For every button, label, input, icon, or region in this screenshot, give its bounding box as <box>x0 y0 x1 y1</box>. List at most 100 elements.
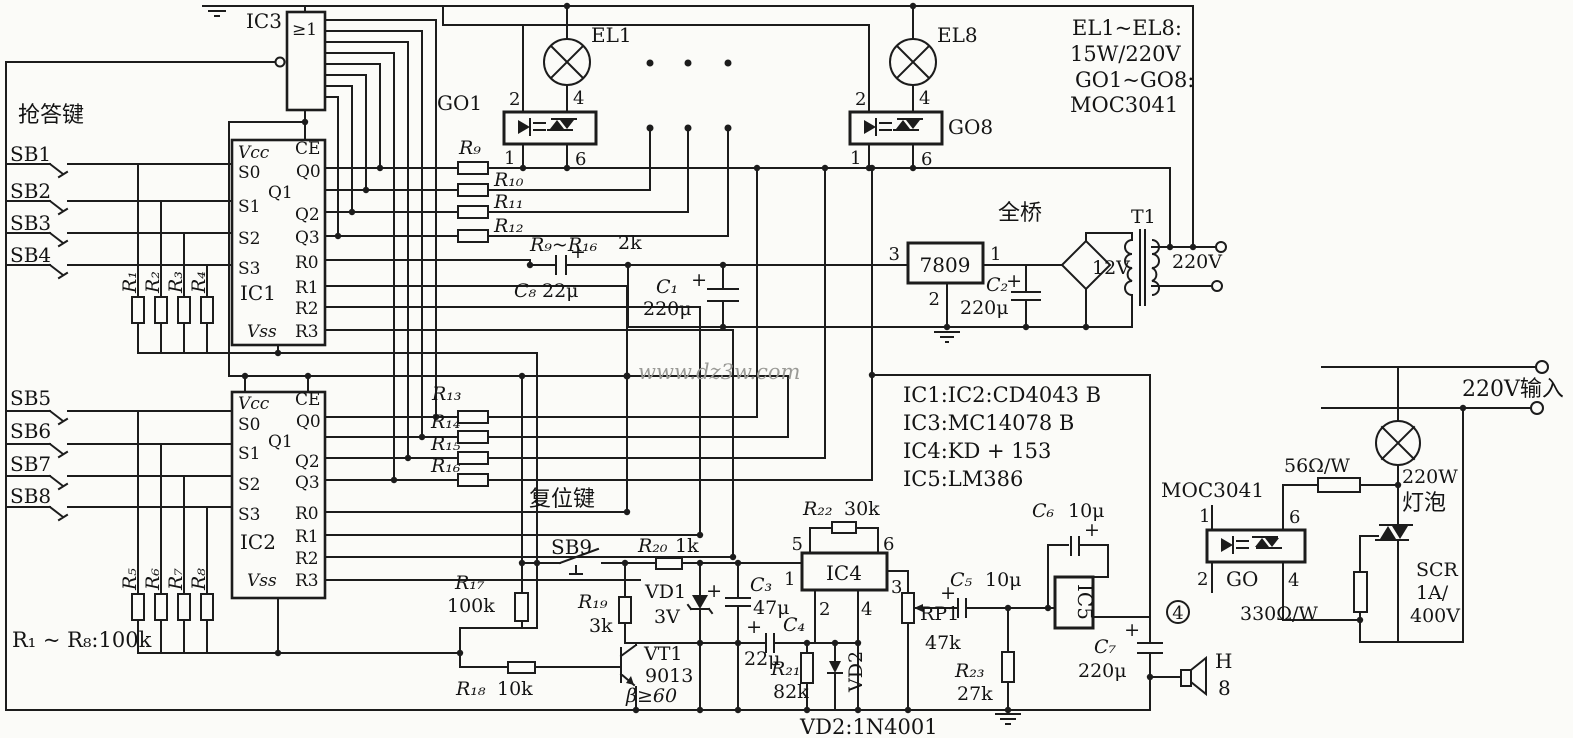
label-full-bridge: 全桥 <box>998 201 1042 226</box>
label-r1: R₁ <box>119 271 141 294</box>
go8-pin4: 4 <box>919 88 930 109</box>
label-sb6: SB6 <box>10 419 51 443</box>
label-r17: R₁₇ <box>454 572 485 594</box>
label-7809: 7809 <box>920 253 971 277</box>
go1-pin2: 2 <box>509 89 520 110</box>
go8-pin2: 2 <box>855 89 866 110</box>
label-r20-value: 1k <box>675 535 699 557</box>
vt1-emitter-arrow-icon <box>626 676 634 685</box>
ic4-pin5: 5 <box>792 534 803 555</box>
ic2-box <box>230 390 327 600</box>
label-c7: C₇ <box>1094 636 1117 658</box>
label-rp1: RP1 <box>920 603 959 625</box>
ic2-vss: Vss <box>247 571 277 591</box>
label-ic5: IC5 <box>1073 584 1097 620</box>
reg-pin1: 1 <box>990 244 1001 265</box>
label-scr-voltage: 400V <box>1410 605 1460 627</box>
r330-body <box>1353 571 1368 613</box>
label-sb4: SB4 <box>10 243 51 267</box>
ic1-r0: R0 <box>295 253 319 273</box>
label-qa-key: 抢答键 <box>18 103 84 128</box>
label-r17-value: 100k <box>447 595 495 617</box>
ic4-pin3: 3 <box>891 577 902 598</box>
c7-plus: + <box>1124 619 1140 641</box>
ic1-q2: Q2 <box>295 205 320 225</box>
label-go1: GO1 <box>437 91 482 115</box>
ic1-vss: Vss <box>247 322 277 342</box>
label-scr: SCR <box>1416 559 1459 581</box>
ic1-ce: CE <box>295 139 320 159</box>
label-c8-value: 22μ <box>542 280 579 302</box>
terminal-icon <box>1215 241 1227 253</box>
label-c3: C₃ <box>750 574 772 596</box>
label-el8: EL8 <box>937 23 978 47</box>
moc-pin2: 2 <box>1197 569 1208 590</box>
label-sb9: SB9 <box>551 535 592 559</box>
label-vd2-note: VD2:1N4001 <box>799 715 938 738</box>
ic1-vcc: Vcc <box>238 143 270 163</box>
c5-plus: + <box>940 582 956 604</box>
ic2-s3: S3 <box>238 505 260 525</box>
label-c5-value: 10μ <box>985 569 1022 591</box>
label-r23: R₂₃ <box>954 660 985 682</box>
ic1-r3: R3 <box>295 322 319 342</box>
ic-list-2: IC3:MC14078 B <box>903 411 1074 435</box>
ic1-name: IC1 <box>240 281 276 305</box>
label-ic3: IC3 <box>246 9 282 33</box>
label-r12: R₁₂ <box>493 215 524 237</box>
moc-pin4: 4 <box>1288 570 1299 591</box>
ic1-r2: R2 <box>295 299 319 319</box>
ic1-q1: Q1 <box>268 183 293 203</box>
r20-body <box>655 557 683 570</box>
ic4-pin2: 2 <box>819 599 830 620</box>
label-r2: R₂ <box>142 271 164 294</box>
label-c8: C₈ <box>514 280 537 302</box>
label-r22-value: 30k <box>844 498 880 520</box>
go8-pin1: 1 <box>850 148 861 169</box>
labels: 抢答键 SB1 SB2 SB3 SB4 SB5 SB6 SB7 SB8 R₁ R… <box>10 9 1564 738</box>
ic-list-1: IC1:IC2:CD4043 B <box>903 383 1101 407</box>
label-r1-r8-value: R₁ ~ R₈:100k <box>12 628 152 652</box>
wires-reset-audio <box>459 374 1182 725</box>
speaker-icon <box>1180 669 1192 687</box>
c1-plus: + <box>691 269 707 291</box>
label-r8: R₈ <box>188 568 210 591</box>
label-r21-value: 82k <box>773 681 809 703</box>
ic5-box <box>1053 575 1095 630</box>
reg-pin2: 2 <box>929 289 940 310</box>
label-r9-r16: R₉~R₁₆ <box>529 234 598 256</box>
label-c5: C₅ <box>950 569 973 591</box>
label-c2-value: 220μ <box>960 297 1009 319</box>
label-r4: R₄ <box>188 271 210 294</box>
reg-pin3: 3 <box>889 244 900 265</box>
label-go: GO <box>1226 567 1258 591</box>
label-t1: T1 <box>1131 206 1156 228</box>
go8-pin6: 6 <box>921 149 932 170</box>
ic1-s3: S3 <box>238 259 260 279</box>
ic2-q0: Q0 <box>296 412 321 432</box>
c4-plus: + <box>746 616 762 638</box>
label-r18-value: 10k <box>497 678 533 700</box>
go8-box <box>848 110 944 146</box>
junction-dots <box>241 2 1467 714</box>
label-c4-value: 22μ <box>744 648 781 670</box>
label-r19-value: 3k <box>589 615 613 637</box>
ic3-inverter-bubble-icon <box>274 56 286 68</box>
label-sb8: SB8 <box>10 484 51 508</box>
label-or-gate: ≥1 <box>292 20 317 40</box>
ic2-r2: R2 <box>295 549 319 569</box>
label-ic4: IC4 <box>826 561 862 585</box>
ic-list-3: IC4:KD + 153 <box>903 439 1051 463</box>
ic1-q0: Q0 <box>296 162 321 182</box>
moc-pin6: 6 <box>1289 507 1300 528</box>
label-reset-key: 复位键 <box>529 487 595 512</box>
label-vd2: VD2 <box>845 651 867 693</box>
label-go8: GO8 <box>948 115 993 139</box>
ic4-pin4: 4 <box>861 599 872 620</box>
watermark: www.dz3w.com <box>638 360 800 384</box>
label-12v: 12V <box>1092 257 1130 279</box>
label-r14: R₁₄ <box>430 411 461 433</box>
moc3041-box <box>1205 528 1307 564</box>
